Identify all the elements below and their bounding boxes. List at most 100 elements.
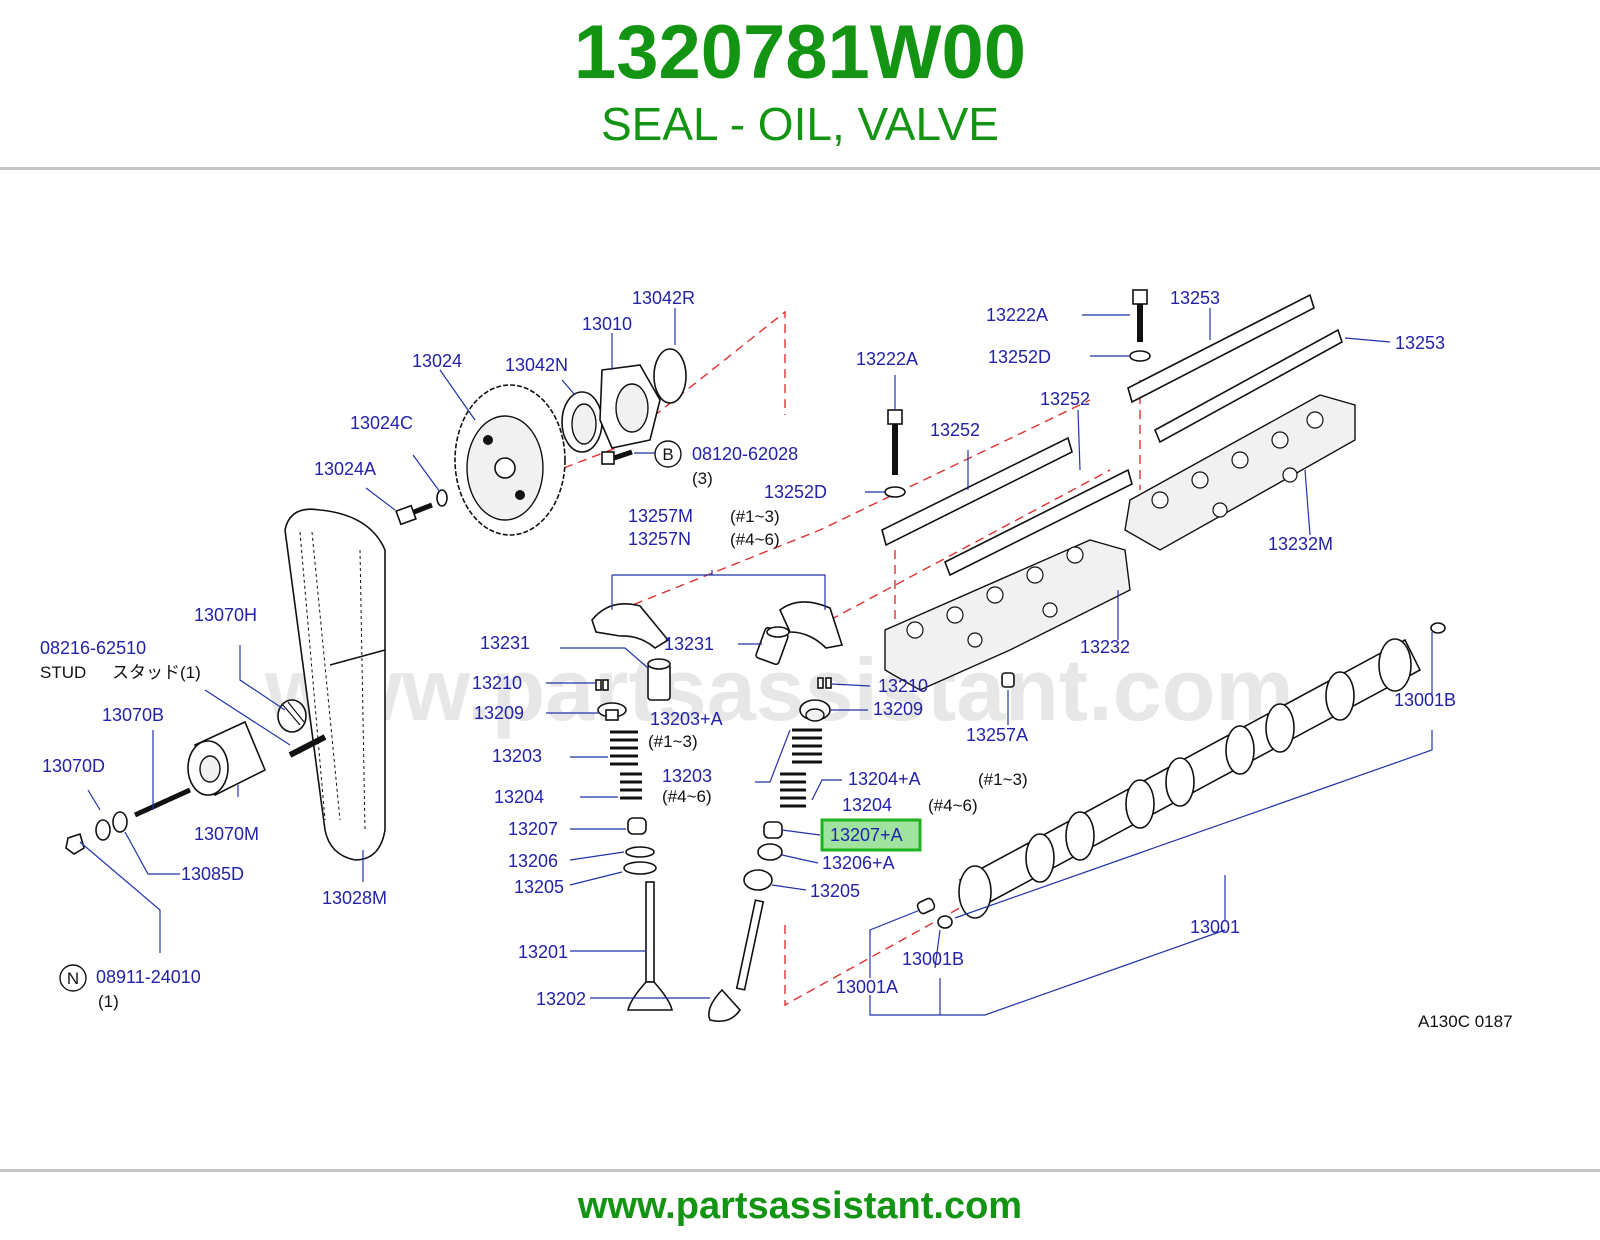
- label-13257M[interactable]: 13257M: [628, 506, 693, 526]
- sprocket-bolt-13024A: [395, 502, 433, 526]
- label-13010[interactable]: 13010: [582, 314, 632, 334]
- bolt-08120-62028: [601, 449, 633, 465]
- label-13252D-right[interactable]: 13252D: [988, 347, 1051, 367]
- label-13206[interactable]: 13206: [508, 851, 558, 871]
- label-13204-left[interactable]: 13204: [494, 787, 544, 807]
- label-13257N[interactable]: 13257N: [628, 529, 691, 549]
- label-13001A[interactable]: 13001A: [836, 977, 898, 997]
- label-13232M[interactable]: 13232M: [1268, 534, 1333, 554]
- camshaft-plug-13001B-top: [1430, 622, 1446, 634]
- label-13028M[interactable]: 13028M: [322, 888, 387, 908]
- part-number-title: 1320781W00: [573, 10, 1027, 95]
- retainer-13209-right: [799, 699, 831, 722]
- label-13201[interactable]: 13201: [518, 942, 568, 962]
- footer-url[interactable]: www.partsassistant.com: [577, 1185, 1023, 1227]
- label-13001B-bottom[interactable]: 13001B: [902, 949, 964, 969]
- cam-sprocket-13024: [454, 384, 566, 536]
- tensioner-pulley-13070M: [187, 720, 267, 797]
- label-13222A-right[interactable]: 13222A: [986, 305, 1048, 325]
- page-header: 1320781W00 SEAL - OIL, VALVE: [0, 0, 1600, 168]
- label-08911-24010[interactable]: 08911-24010: [96, 967, 201, 987]
- diagram-code: A130C 0187: [1418, 1012, 1513, 1031]
- label-13070M[interactable]: 13070M: [194, 824, 259, 844]
- label-13085D[interactable]: 13085D: [181, 864, 244, 884]
- pulley-bolt-13070B: [133, 787, 192, 818]
- camshaft-13001: [958, 638, 1422, 919]
- label-13203-right[interactable]: 13203: [662, 766, 712, 786]
- part-name-subtitle: SEAL - OIL, VALVE: [601, 98, 999, 150]
- label-13070H[interactable]: 13070H: [194, 605, 257, 625]
- cam-bracket-13232: [884, 539, 1131, 691]
- label-13209-left[interactable]: 13209: [474, 703, 524, 723]
- label-13042N[interactable]: 13042N: [505, 355, 568, 375]
- rail-13252-front: [881, 436, 1133, 577]
- label-13253-top[interactable]: 13253: [1170, 288, 1220, 308]
- label-13257A[interactable]: 13257A: [966, 725, 1028, 745]
- spring-seat-13206: [625, 846, 655, 858]
- tensioner-spring-13070H: [277, 699, 307, 733]
- label-13024C[interactable]: 13024C: [350, 413, 413, 433]
- label-13210-left[interactable]: 13210: [472, 673, 522, 693]
- label-13252D-left[interactable]: 13252D: [764, 482, 827, 502]
- label-qty-3: (3): [692, 469, 713, 488]
- valve-seat-13205-right: [743, 869, 773, 891]
- lash-adjuster-13231-right: [755, 626, 790, 666]
- label-13070B[interactable]: 13070B: [102, 705, 164, 725]
- label-13203-left[interactable]: 13203: [492, 746, 542, 766]
- header-divider: [0, 167, 1600, 170]
- label-13253-right[interactable]: 13253: [1395, 333, 1445, 353]
- circle-b-letter: B: [662, 445, 673, 464]
- label-13042R[interactable]: 13042R: [632, 288, 695, 308]
- label-13252-top[interactable]: 13252: [1040, 389, 1090, 409]
- label-13203A[interactable]: 13203+A: [650, 709, 723, 729]
- circle-N-marker: N: [59, 964, 87, 992]
- rocker-arm-left: [591, 603, 670, 649]
- label-13210-right[interactable]: 13210: [878, 676, 928, 696]
- valve-spring-13203-right: [792, 728, 822, 764]
- label-13231-right[interactable]: 13231: [664, 634, 714, 654]
- label-13205-right[interactable]: 13205: [810, 881, 860, 901]
- label-08120-62028[interactable]: 08120-62028: [692, 444, 798, 464]
- label-13222A-left[interactable]: 13222A: [856, 349, 918, 369]
- label-13231-left[interactable]: 13231: [480, 633, 530, 653]
- oil-seal-13042N: [561, 391, 603, 453]
- washer-13085D: [112, 811, 128, 833]
- valve-spring-13204-right: [780, 772, 806, 808]
- label-13252-left[interactable]: 13252: [930, 420, 980, 440]
- label-13024[interactable]: 13024: [412, 351, 462, 371]
- valve-spring-13203-left: [610, 730, 638, 766]
- o-ring-13042R: [653, 348, 687, 404]
- circle-B-marker: B: [654, 440, 682, 468]
- part-labels: 13042R 13010 13024 13042N 13024C 13024A …: [40, 288, 1513, 1031]
- label-13204A[interactable]: 13204+A: [848, 769, 921, 789]
- label-13232[interactable]: 13232: [1080, 637, 1130, 657]
- label-13209-right[interactable]: 13209: [873, 699, 923, 719]
- label-13001[interactable]: 13001: [1190, 917, 1240, 937]
- label-13205-left[interactable]: 13205: [514, 877, 564, 897]
- label-13207[interactable]: 13207: [508, 819, 558, 839]
- label-stud: STUD: [40, 663, 86, 682]
- cam-housing-13010: [599, 364, 661, 449]
- label-13070D[interactable]: 13070D: [42, 756, 105, 776]
- retainer-13209-left: [597, 702, 627, 721]
- cam-bracket-13232M: [1124, 394, 1356, 551]
- rail-13253-rear: [1127, 293, 1343, 444]
- label-13204-right[interactable]: 13204: [842, 795, 892, 815]
- target-part-highlight: [820, 818, 922, 852]
- intake-valve-13201: [627, 881, 673, 1011]
- washer-13024C: [436, 489, 448, 507]
- stud-08216-62510: [288, 734, 327, 758]
- label-range-4-6-b: (#4~6): [662, 787, 712, 806]
- valve-stem-seal-13207A: [763, 821, 783, 839]
- camshaft-dowel-13001A: [916, 897, 936, 915]
- label-range-1-3-b: (#1~3): [648, 732, 698, 751]
- label-13202[interactable]: 13202: [536, 989, 586, 1009]
- spring-seat-13206A: [757, 843, 783, 861]
- keepers-13210-left: [595, 679, 609, 691]
- label-13207A-highlighted[interactable]: 13207+A: [830, 825, 903, 845]
- label-08216-62510[interactable]: 08216-62510: [40, 638, 146, 658]
- label-13206A[interactable]: 13206+A: [822, 853, 895, 873]
- label-13024A[interactable]: 13024A: [314, 459, 376, 479]
- label-13001B-right[interactable]: 13001B: [1394, 690, 1456, 710]
- bolt-13222A-right: [1132, 289, 1148, 342]
